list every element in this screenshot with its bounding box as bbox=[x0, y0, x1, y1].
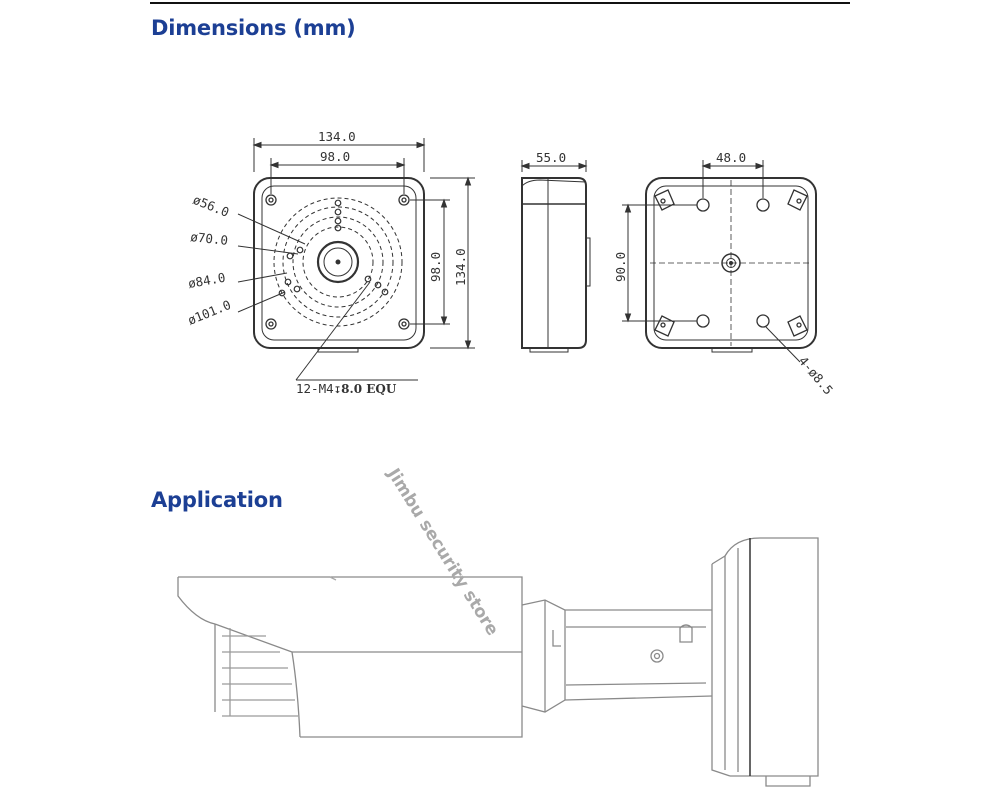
side-lid bbox=[521, 179, 587, 187]
screw-callout-leader bbox=[295, 281, 418, 381]
label-diameter-101: ø101.0 bbox=[186, 297, 233, 328]
front-m4-holes bbox=[278, 199, 389, 297]
label-hole-callout: 4-ø8.5 bbox=[796, 353, 837, 397]
front-inner-body bbox=[261, 185, 417, 341]
dim-hole-spacing-h bbox=[701, 160, 765, 198]
application-heading: Application bbox=[151, 488, 283, 512]
back-centerlines bbox=[650, 180, 812, 346]
side-view bbox=[520, 160, 591, 353]
front-bottom-tab bbox=[317, 348, 359, 353]
dim-height-inner bbox=[410, 198, 450, 326]
dimensions-heading: Dimensions (mm) bbox=[151, 16, 356, 40]
label-height-outer: 134.0 bbox=[453, 248, 468, 286]
label-hole-spacing-h: 48.0 bbox=[716, 150, 746, 165]
application-illustration bbox=[177, 537, 819, 787]
dimension-drawings: 134.0 98.0 98.0 134.0 ø56.0 ø70.0 ø84.0 … bbox=[186, 129, 837, 398]
junction-box bbox=[711, 537, 819, 787]
label-depth: 55.0 bbox=[536, 150, 566, 165]
label-width-outer: 134.0 bbox=[318, 129, 356, 144]
diameter-leaders bbox=[237, 213, 306, 313]
label-diameter-56: ø56.0 bbox=[191, 192, 232, 220]
dim-width-inner bbox=[269, 158, 406, 194]
label-diameter-84: ø84.0 bbox=[187, 270, 227, 291]
dim-depth bbox=[520, 160, 588, 172]
label-screw-callout: 12-M4↧8.0 EQU bbox=[296, 381, 397, 396]
dim-hole-spacing-v bbox=[622, 203, 697, 323]
camera-housing bbox=[177, 576, 523, 738]
front-outer-body bbox=[253, 177, 425, 349]
camera-fins bbox=[222, 628, 298, 717]
back-view bbox=[622, 160, 817, 363]
dim-height-outer bbox=[430, 176, 475, 350]
bracket-arm bbox=[521, 599, 713, 713]
top-rule bbox=[150, 2, 850, 4]
hole-callout-leader bbox=[765, 326, 801, 363]
side-bottom-tab bbox=[529, 348, 569, 353]
front-view bbox=[237, 138, 475, 381]
side-port bbox=[586, 237, 591, 287]
side-body bbox=[521, 177, 587, 349]
label-hole-spacing-v: 90.0 bbox=[613, 252, 628, 282]
back-outer-body bbox=[645, 177, 817, 349]
label-width-inner: 98.0 bbox=[320, 149, 350, 164]
label-diameter-70: ø70.0 bbox=[190, 229, 229, 248]
label-height-inner: 98.0 bbox=[428, 252, 443, 282]
front-concentric-circles bbox=[273, 197, 403, 327]
dim-width-outer bbox=[252, 138, 426, 172]
front-corner-screws bbox=[265, 194, 410, 330]
back-bottom-tab bbox=[711, 348, 753, 353]
